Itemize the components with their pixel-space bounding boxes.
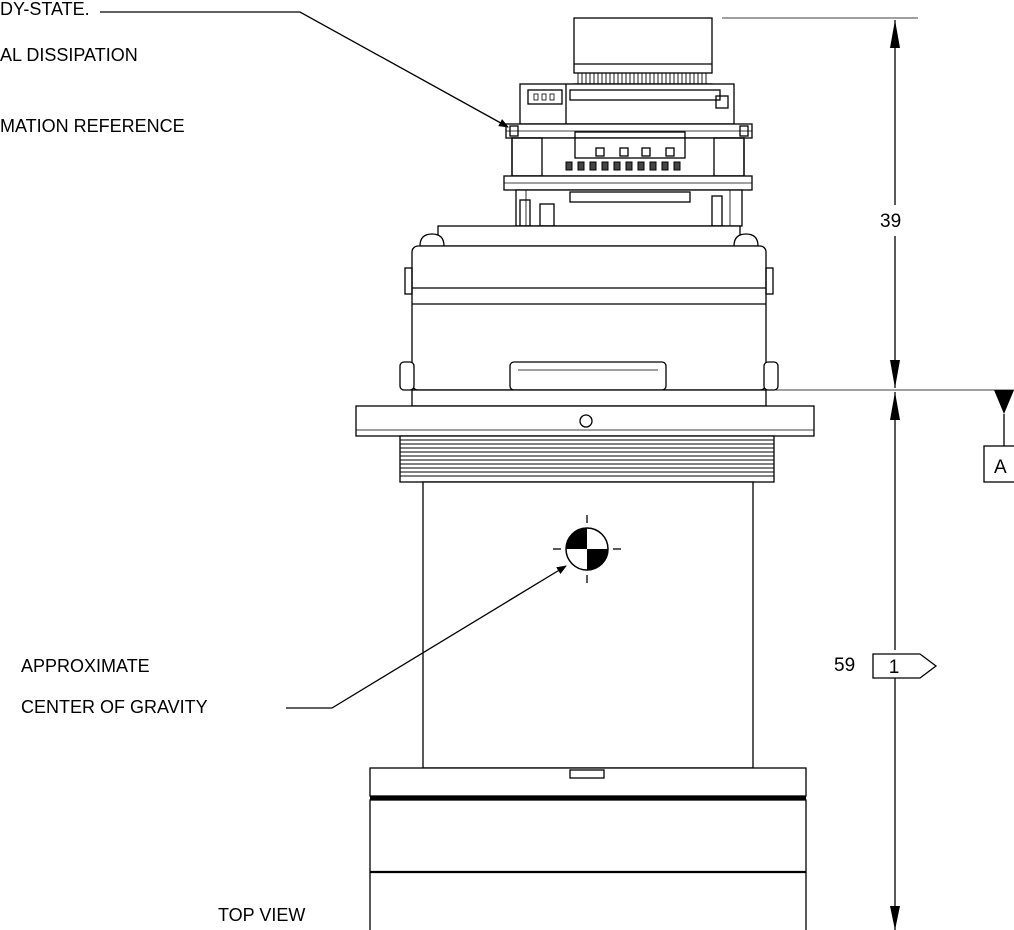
leader-line-cog (286, 565, 567, 709)
dimension-lower: 59 1 (834, 392, 938, 930)
leader-line-board (100, 11, 509, 128)
sensor-board-stack (503, 17, 753, 227)
mounting-flange (355, 405, 815, 483)
dimension-upper-value: 39 (880, 211, 901, 232)
center-of-gravity-symbol (553, 515, 621, 583)
camera-housing (399, 225, 779, 407)
dimension-lower-value: 59 (834, 655, 855, 676)
datum-a-symbol: A (983, 390, 1014, 483)
note-flag (872, 653, 938, 679)
note-line-1: DY-STATE. (0, 0, 90, 19)
note-line-3: MATION REFERENCE (0, 116, 185, 136)
datum-a-label: A (994, 457, 1007, 478)
cog-label-line-2: CENTER OF GRAVITY (21, 697, 208, 717)
note-flag-number: 1 (889, 657, 900, 678)
note-line-2: AL DISSIPATION (0, 45, 138, 65)
view-label: TOP VIEW (218, 905, 306, 925)
cog-label-line-1: APPROXIMATE (21, 656, 150, 676)
dimension-upper: 39 (880, 20, 901, 388)
lens-tube (369, 481, 807, 930)
